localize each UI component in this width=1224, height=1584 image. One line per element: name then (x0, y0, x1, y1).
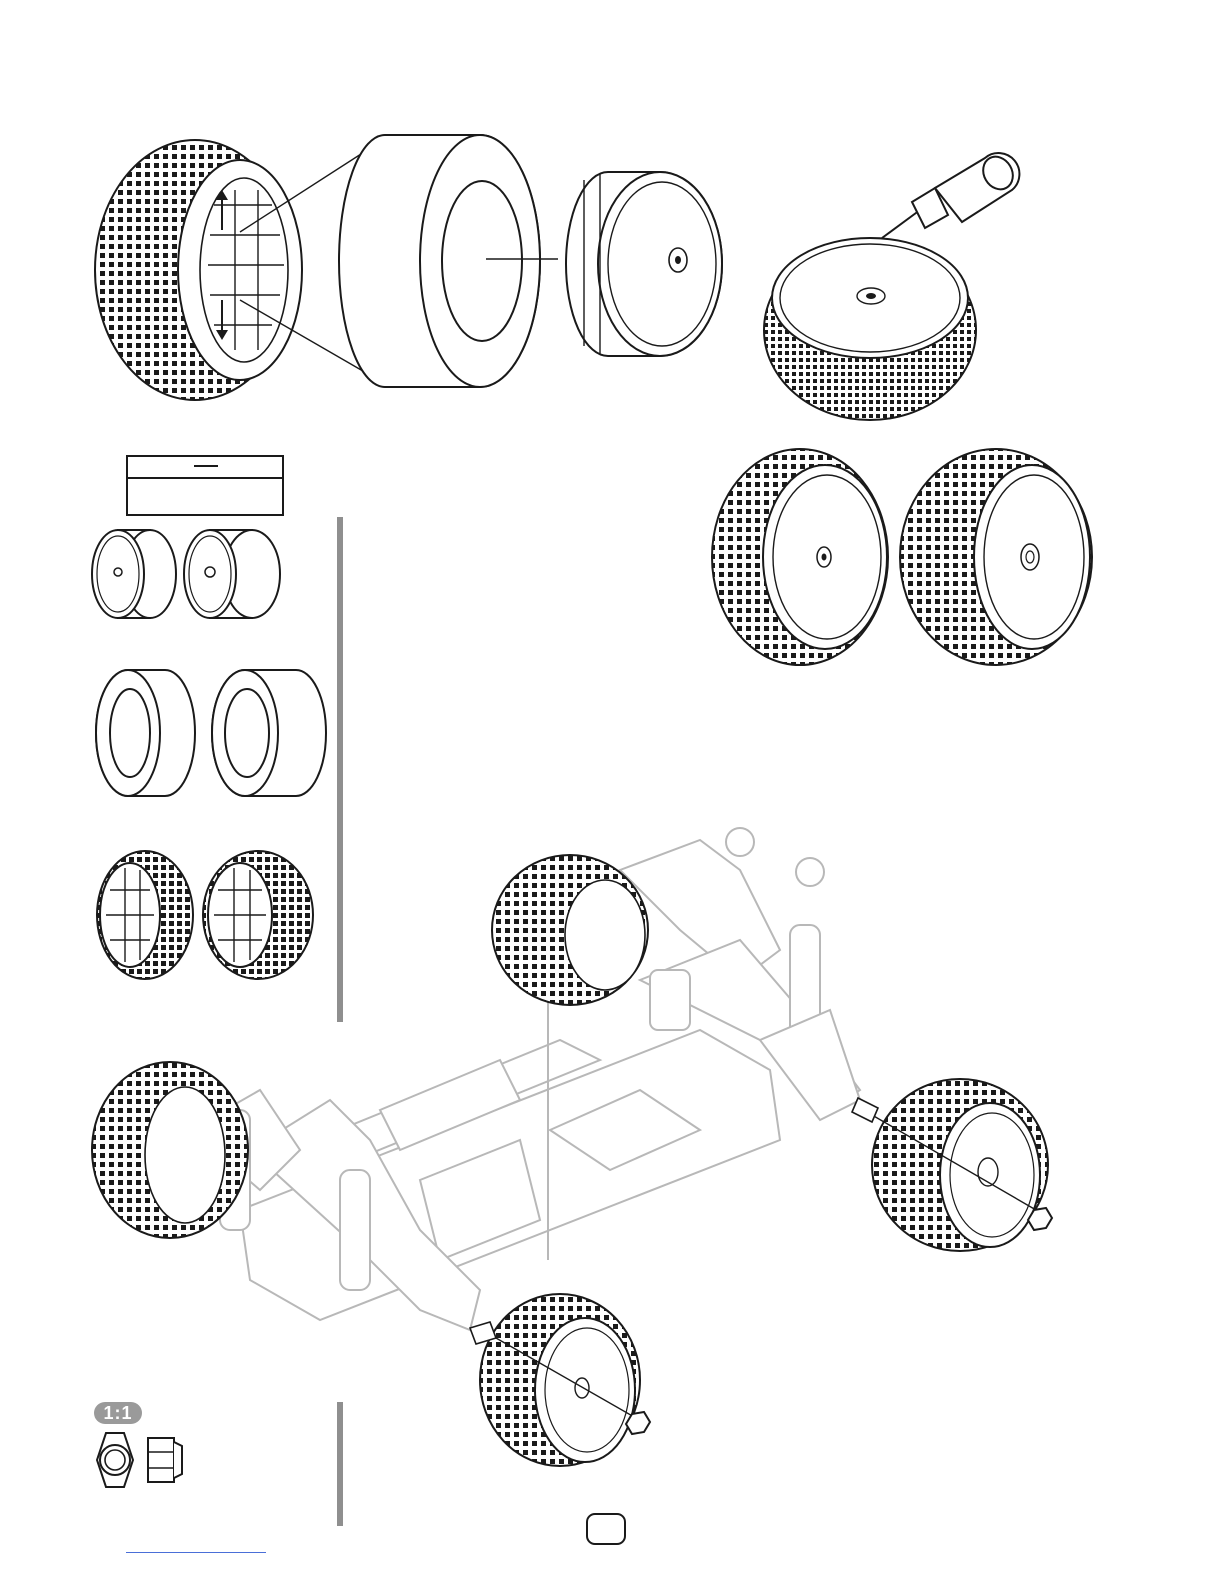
wheel-rim (566, 172, 722, 356)
glued-tire-with-glue-bottle (764, 151, 1019, 420)
front-left-rear-wheel (92, 1062, 248, 1238)
hardware-section-bar (337, 1402, 343, 1526)
front-left-wheel (470, 1294, 640, 1466)
front-wheel (712, 449, 888, 665)
tire-with-arrows (95, 140, 375, 400)
chassis-install-figure (0, 810, 1224, 1470)
tire-assembly-figure (0, 0, 1224, 440)
foam-insert (339, 135, 558, 387)
foam-insert-rear (212, 670, 326, 796)
wheel-rim-front (92, 530, 176, 618)
nut-side-icon (148, 1438, 182, 1482)
tire-illustration (0, 0, 1224, 440)
finished-wheels-figure (700, 445, 1100, 675)
nut-face-icon (97, 1433, 133, 1487)
nut-actual-size (88, 1430, 188, 1490)
footer-link[interactable] (126, 1552, 266, 1553)
rear-left-wheel (492, 855, 648, 1005)
scale-badge: 1:1 (94, 1402, 142, 1424)
parts-box-divider (128, 477, 282, 479)
parts-box-dash (194, 465, 218, 467)
rear-right-wheel (852, 1079, 1048, 1251)
rear-wheel (900, 449, 1092, 665)
foam-insert-front (96, 670, 195, 796)
wheel-rim-rear (184, 530, 280, 618)
page-number (586, 1513, 626, 1545)
parts-label-box (126, 455, 284, 516)
